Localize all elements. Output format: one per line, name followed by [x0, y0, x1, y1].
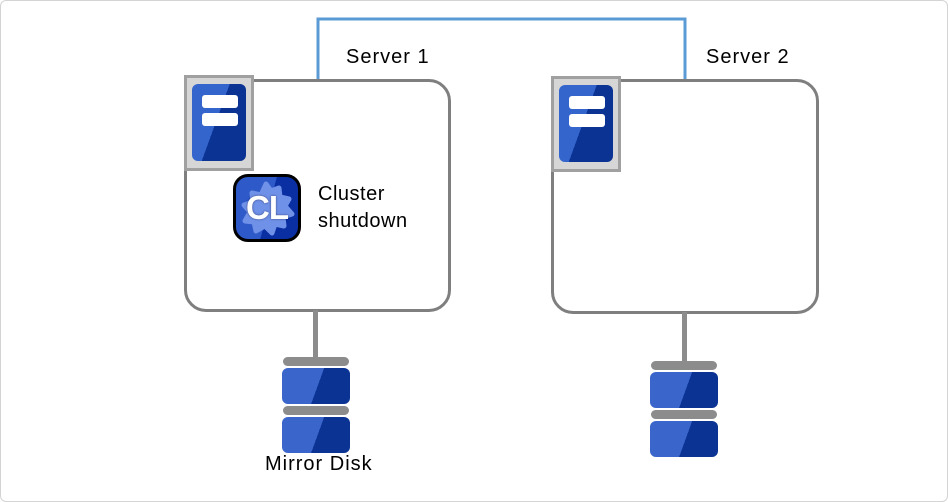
disk-cap-icon: [283, 357, 349, 366]
disk-cap-icon: [283, 406, 349, 415]
cluster-status-text: Cluster shutdown: [318, 183, 408, 232]
splat-shape-icon: [241, 181, 295, 236]
disk-platter-icon: [650, 372, 718, 408]
disk-cap-icon: [651, 361, 717, 370]
server1-machine-icon: [184, 75, 254, 171]
server2-machine-icon: [551, 76, 621, 172]
server-drive-slot-icon: [202, 95, 238, 108]
cluster-app-icon: CL: [233, 174, 301, 242]
disk-platter-icon: [282, 368, 350, 404]
disk-platter-icon: [282, 417, 350, 453]
server-drive-slot-icon: [569, 114, 605, 127]
server2-disk-link: [682, 312, 687, 364]
server-drive-slot-icon: [569, 96, 605, 109]
server-tower-icon: [192, 84, 246, 161]
disk-platter-icon: [650, 421, 718, 457]
server2-label: Server 2: [706, 46, 790, 68]
server-drive-slot-icon: [202, 113, 238, 126]
server1-label: Server 1: [346, 46, 430, 68]
server-tower-icon: [559, 85, 613, 162]
disk-cap-icon: [651, 410, 717, 419]
mirror-disk-label: Mirror Disk: [265, 453, 373, 475]
cluster-app-badge-text: CL: [246, 189, 289, 226]
server1-disk-link: [313, 310, 318, 360]
